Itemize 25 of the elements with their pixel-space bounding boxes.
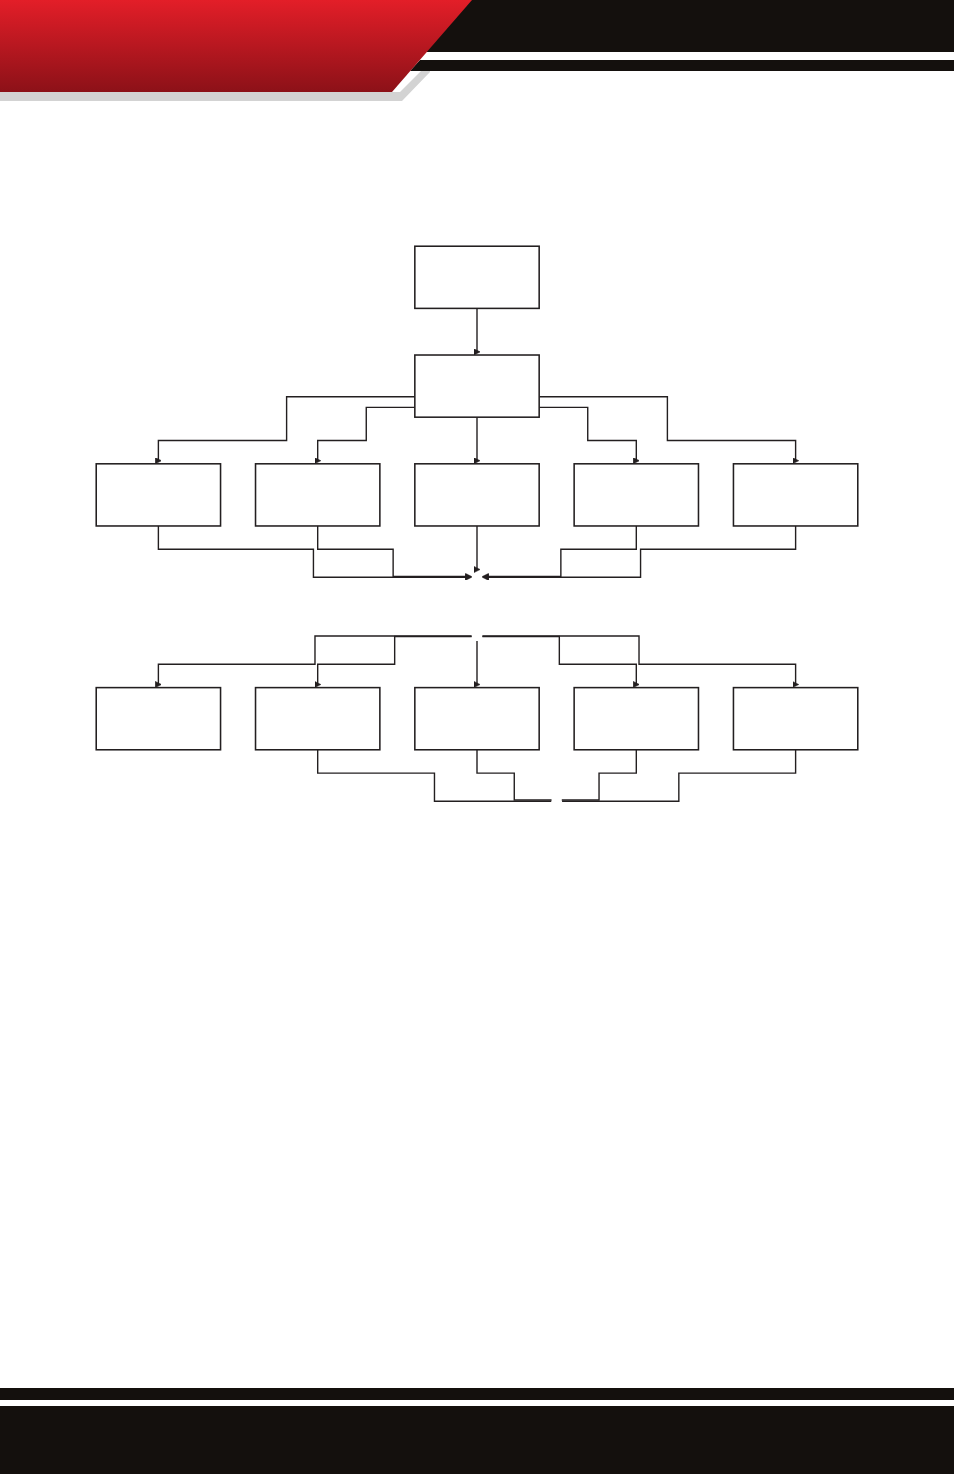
flow-box	[732, 463, 859, 527]
flow-box	[95, 463, 222, 527]
flow-box	[414, 686, 540, 751]
connector-line	[561, 749, 797, 802]
flow-box	[414, 245, 540, 310]
arrow	[482, 525, 797, 581]
arrow	[481, 635, 800, 688]
flow-box	[414, 354, 540, 418]
arrow	[473, 307, 481, 356]
arrow	[314, 635, 473, 688]
flow-box	[254, 463, 381, 527]
connector-line	[561, 749, 637, 801]
arrow	[317, 525, 472, 580]
flow-box	[573, 463, 700, 527]
connector-line	[317, 749, 552, 802]
flow-box	[732, 686, 859, 751]
arrow	[473, 525, 481, 573]
flow-box	[254, 686, 381, 751]
flow-box	[573, 686, 700, 751]
flow-box	[414, 463, 540, 527]
arrow	[473, 640, 481, 688]
arrow	[473, 416, 481, 465]
arrow	[154, 635, 473, 688]
flow-box	[95, 686, 222, 751]
connector-line	[476, 749, 553, 801]
